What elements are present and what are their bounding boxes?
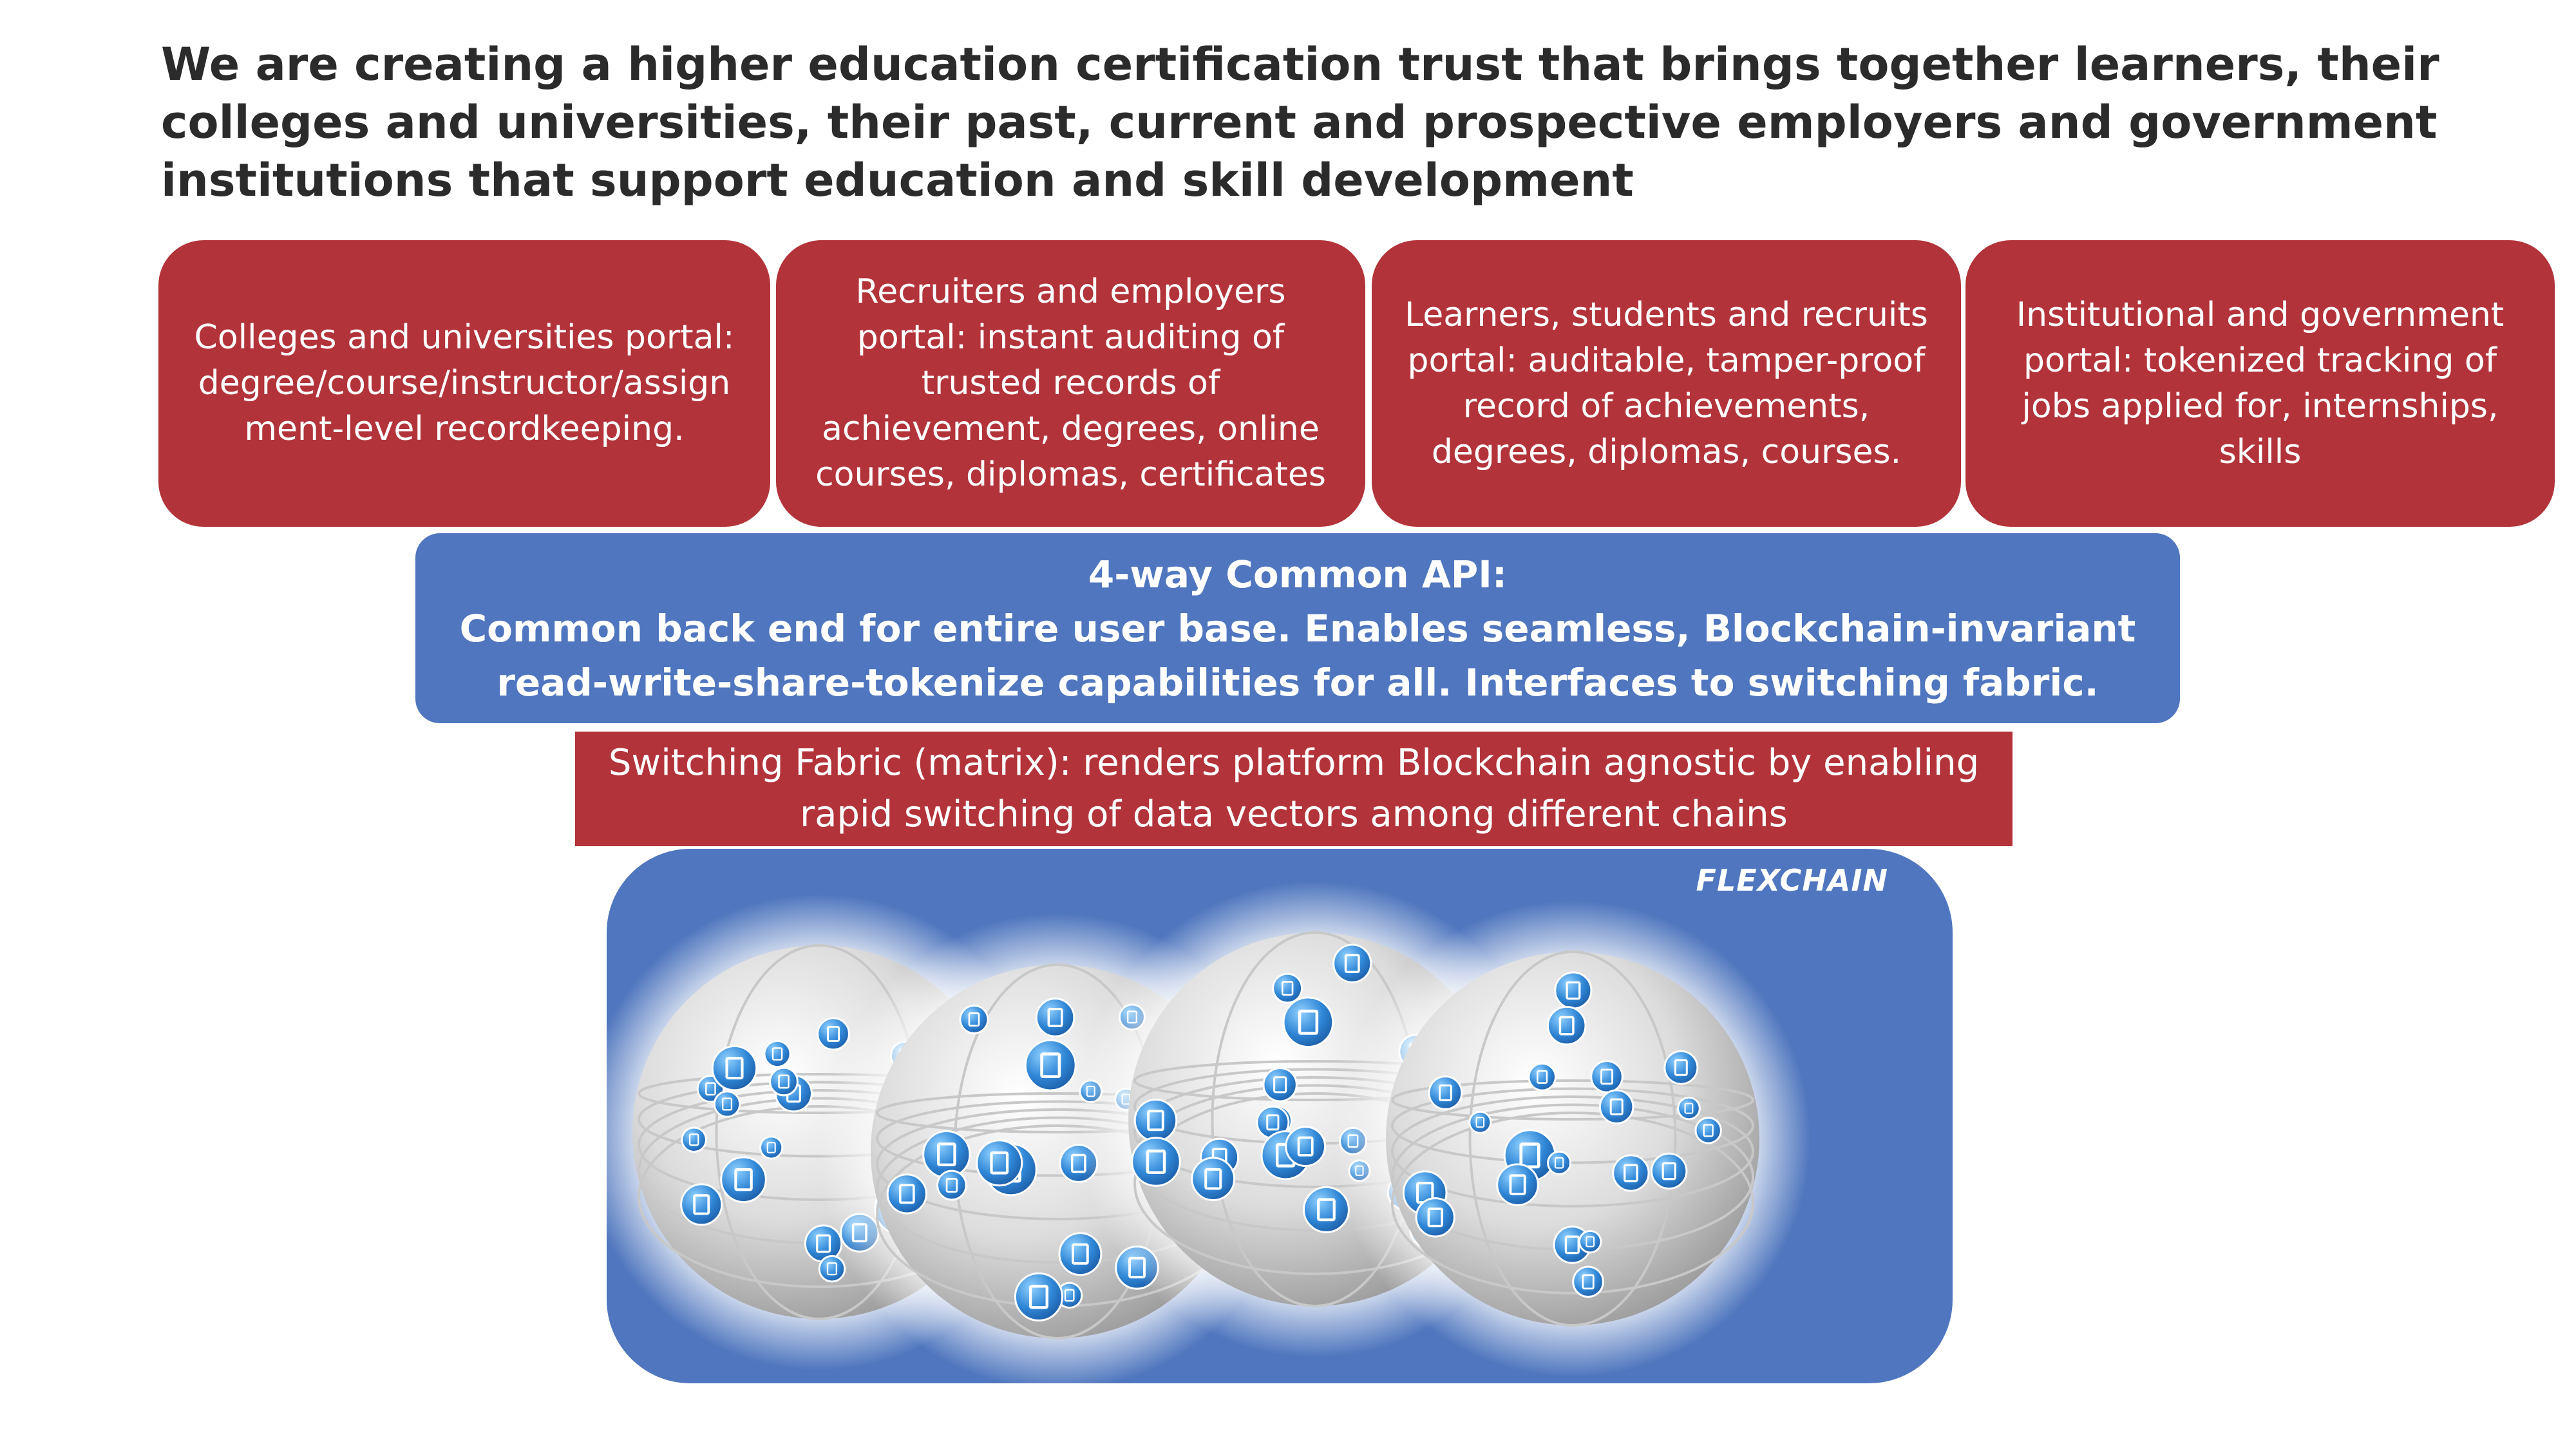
blockchain-node-icon — [818, 1255, 846, 1283]
blockchain-node-icon — [1694, 1117, 1722, 1144]
blockchain-node-icon — [713, 1090, 741, 1118]
blockchain-node-icon — [976, 1139, 1023, 1187]
blockchain-node-icon — [1282, 996, 1334, 1048]
blockchain-node-icon — [1014, 1272, 1064, 1321]
blockchain-node-icon — [1272, 972, 1303, 1004]
portal-colleges-text: Colleges and universities portal: degree… — [194, 318, 735, 448]
blockchain-node-icon — [1035, 998, 1075, 1037]
blockchain-node-icon — [1572, 1265, 1604, 1298]
blockchain-node-icon — [1133, 1099, 1178, 1142]
blockchain-node-icon — [1547, 1150, 1572, 1175]
blockchain-node-icon — [1528, 1063, 1557, 1092]
blockchain-node-icon — [1468, 1110, 1492, 1134]
blockchain-node-icon — [1578, 1229, 1602, 1254]
blockchain-node-icon — [1598, 1089, 1634, 1124]
common-api-box: 4-way Common API: Common back end for en… — [415, 533, 2180, 723]
blockchain-node-icon — [817, 1017, 850, 1051]
flexchain-panel: FLEXCHAIN — [607, 849, 1953, 1383]
blockchain-node-icon — [1496, 1163, 1539, 1206]
blockchain-node-icon — [936, 1170, 967, 1201]
blockchain-node-icon — [1546, 1005, 1587, 1046]
api-title: 4-way Common API: — [1088, 552, 1508, 596]
blockchain-node-icon — [759, 1135, 784, 1160]
blockchain-node-icon — [1285, 1126, 1327, 1168]
flexchain-label: FLEXCHAIN — [1696, 863, 1888, 898]
blockchain-node-icon — [1554, 971, 1593, 1010]
blockchain-node-icon — [1650, 1152, 1688, 1190]
blockchain-node-icon — [1058, 1232, 1103, 1276]
portal-recruiters: Recruiters and employers portal: instant… — [776, 240, 1365, 527]
blockchain-node-icon — [769, 1066, 799, 1097]
blockchain-node-icon — [1590, 1060, 1624, 1094]
blockchain-node-icon — [763, 1039, 791, 1068]
globe — [1334, 900, 1811, 1377]
blockchain-node-icon — [1663, 1050, 1699, 1085]
blockchain-node-icon — [959, 1005, 989, 1035]
headline: We are creating a higher education certi… — [161, 38, 2439, 207]
blockchain-node-icon — [711, 1045, 758, 1092]
portal-learners-text: Learners, students and recruits portal: … — [1405, 295, 1928, 471]
blockchain-node-icon — [886, 1173, 927, 1215]
blockchain-node-icon — [1262, 1067, 1298, 1103]
blockchain-node-icon — [681, 1126, 707, 1153]
blockchain-node-icon — [1677, 1096, 1701, 1121]
blockchain-node-icon — [1191, 1157, 1236, 1202]
portal-learners: Learners, students and recruits portal: … — [1372, 240, 1961, 527]
blockchain-node-icon — [1332, 943, 1372, 983]
portal-recruiters-text: Recruiters and employers portal: instant… — [815, 272, 1326, 494]
switching-fabric-text: Switching Fabric (matrix): renders platf… — [608, 742, 1980, 835]
portal-institutional-text: Institutional and government portal: tok… — [2016, 295, 2505, 471]
portal-colleges: Colleges and universities portal: degree… — [158, 240, 770, 527]
switching-fabric-box: Switching Fabric (matrix): renders platf… — [575, 732, 2012, 846]
blockchain-node-icon — [1131, 1137, 1181, 1187]
blockchain-node-icon — [1024, 1039, 1077, 1092]
blockchain-node-icon — [1612, 1154, 1650, 1192]
blockchain-globes — [607, 881, 1811, 1383]
blockchain-node-icon — [1415, 1197, 1455, 1238]
portal-institutional: Institutional and government portal: tok… — [1965, 240, 2555, 527]
api-description: Common back end for entire user base. En… — [459, 606, 2136, 705]
blockchain-node-icon — [680, 1183, 723, 1226]
blockchain-node-icon — [720, 1156, 767, 1203]
blockchain-node-icon — [922, 1130, 971, 1179]
blockchain-node-icon — [1428, 1075, 1463, 1110]
